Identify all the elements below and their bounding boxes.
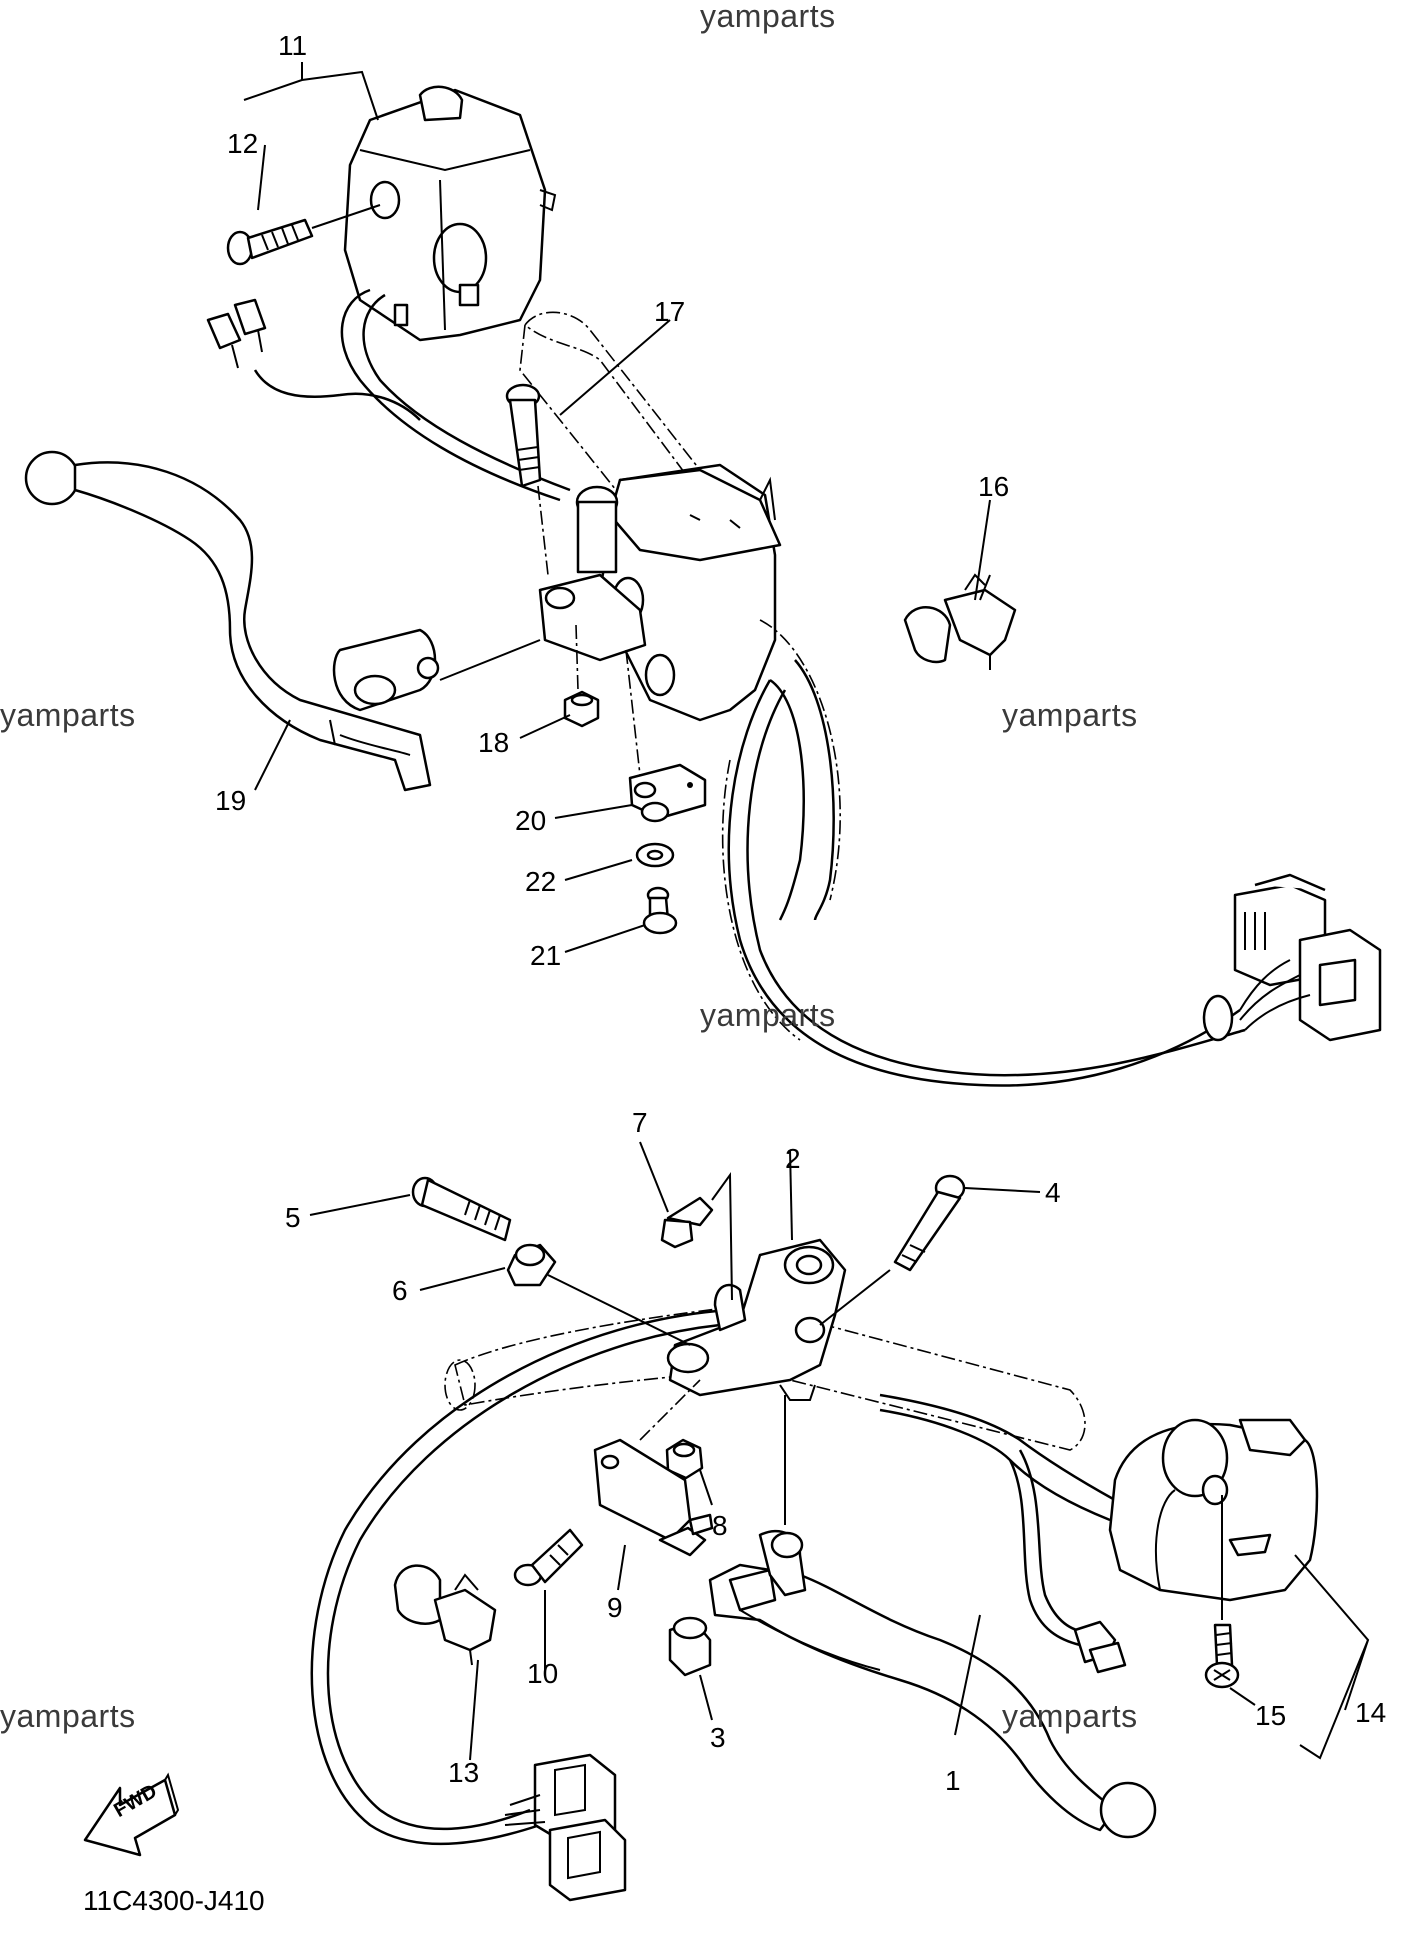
callout-11: 11 bbox=[278, 30, 308, 61]
diagram-code: 11C4300-J410 bbox=[83, 1885, 265, 1916]
collar-6 bbox=[419, 1243, 691, 1346]
callout-13: 13 bbox=[448, 1757, 480, 1788]
clutch-lever-1 bbox=[708, 1529, 1157, 1839]
switch-housing-lower bbox=[1108, 1418, 1319, 1602]
lower-leaders bbox=[254, 719, 1256, 1736]
handlebar-phantom-lower bbox=[444, 1304, 1086, 1451]
callout-18: 18 bbox=[478, 727, 510, 758]
screw-7 bbox=[639, 1141, 733, 1301]
lever-holder-2 bbox=[666, 1238, 847, 1401]
watermark: yamparts bbox=[1002, 697, 1138, 733]
callout-20: 20 bbox=[515, 805, 547, 836]
lower-harness bbox=[310, 1308, 731, 1846]
watermark: yamparts bbox=[700, 0, 836, 34]
callout-1: 1 bbox=[945, 1765, 961, 1796]
switch-housing-upper bbox=[343, 85, 557, 342]
callout-7: 7 bbox=[632, 1107, 648, 1138]
callout-9: 9 bbox=[607, 1592, 623, 1623]
screw-12 bbox=[226, 204, 381, 266]
callout-16: 16 bbox=[978, 471, 1010, 502]
clutch-switch-9 bbox=[593, 1379, 714, 1591]
callout-bracket-11 bbox=[243, 62, 379, 211]
callout-12: 12 bbox=[227, 128, 259, 159]
bolt-4 bbox=[819, 1174, 1041, 1326]
callout-5: 5 bbox=[285, 1202, 301, 1233]
watermark: yamparts bbox=[0, 697, 136, 733]
upper-connector bbox=[1202, 873, 1382, 1042]
screw-15 bbox=[1204, 1495, 1240, 1689]
lower-switch-wiring bbox=[879, 1393, 1127, 1674]
brake-hose bbox=[759, 619, 841, 921]
bolt-5 bbox=[309, 1176, 512, 1242]
watermark: yamparts bbox=[0, 1698, 136, 1734]
callout-22: 22 bbox=[525, 866, 557, 897]
callout-17: 17 bbox=[654, 296, 686, 327]
upper-switch-wiring bbox=[206, 288, 571, 502]
callout-3: 3 bbox=[710, 1722, 726, 1753]
wire-clamp-13 bbox=[393, 1564, 497, 1761]
brake-switch-20 bbox=[554, 649, 707, 823]
callout-8: 8 bbox=[712, 1510, 728, 1541]
master-cylinder bbox=[538, 463, 782, 722]
screw-21 bbox=[564, 886, 678, 953]
callout-bracket-14 bbox=[1294, 1554, 1370, 1760]
callout-4: 4 bbox=[1045, 1177, 1061, 1208]
callout-15: 15 bbox=[1255, 1700, 1287, 1731]
watermark: yamparts bbox=[1002, 1698, 1138, 1734]
screw-10 bbox=[513, 1528, 584, 1675]
washer-22 bbox=[564, 842, 675, 881]
callout-2: 2 bbox=[785, 1143, 801, 1174]
callout-10: 10 bbox=[527, 1658, 559, 1689]
callout-19: 19 bbox=[215, 785, 247, 816]
callout-6: 6 bbox=[392, 1275, 408, 1306]
brake-lever-19 bbox=[24, 450, 541, 792]
wire-clamp-16 bbox=[903, 499, 1017, 670]
callout-14: 14 bbox=[1355, 1697, 1387, 1728]
callout-21: 21 bbox=[530, 940, 562, 971]
watermark: yamparts bbox=[700, 997, 836, 1033]
collar-3 bbox=[668, 1616, 713, 1721]
nut-18 bbox=[519, 624, 600, 739]
bolt-17 bbox=[505, 319, 671, 576]
lower-connector bbox=[504, 1753, 627, 1902]
switch-wire-harness-upper bbox=[721, 679, 1246, 1087]
fwd-arrow bbox=[83, 1772, 180, 1857]
nut-8 bbox=[665, 1438, 713, 1506]
